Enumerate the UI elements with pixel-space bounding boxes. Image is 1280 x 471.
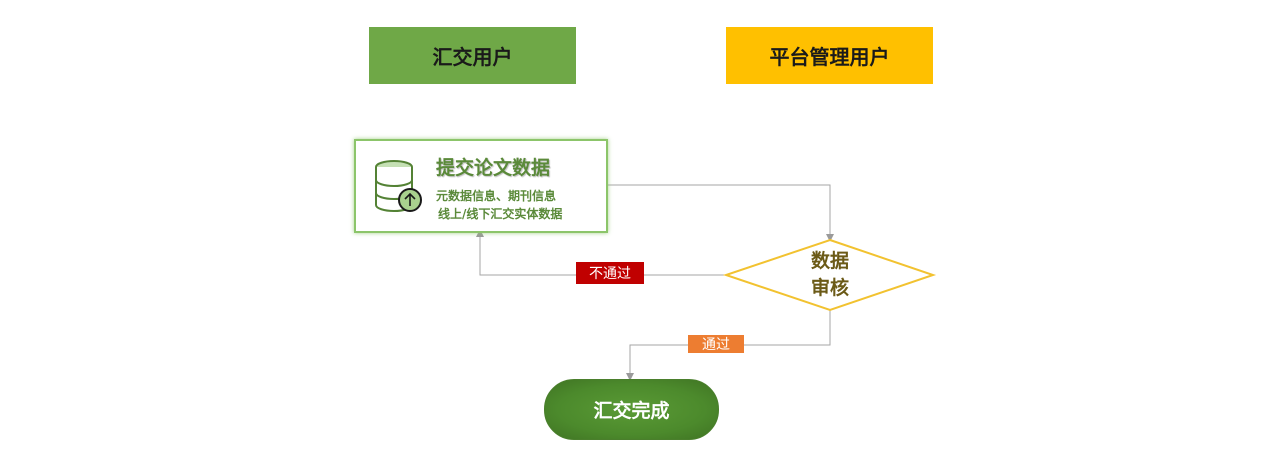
review-node-label: 数据 审核 [790,248,870,302]
submit-node-line-1: 元数据信息、期刊信息 [436,189,557,203]
submit-data-node: 提交论文数据 元数据信息、期刊信息 线上/线下汇交实体数据 [354,139,608,233]
lane-header-user: 汇交用户 [369,27,576,84]
connector-submit-to-review [604,184,834,242]
pass-label: 通过 [688,335,744,353]
review-node-line-2: 审核 [810,277,849,299]
review-diamond [722,238,937,312]
reject-label: 不通过 [576,262,644,284]
complete-node-label: 汇交完成 [593,400,670,422]
lane-header-user-label: 汇交用户 [432,45,513,69]
lane-header-admin-label: 平台管理用户 [769,45,890,69]
submit-node-title: 提交论文数据 [436,157,551,179]
database-upload-icon [375,160,422,212]
lane-header-admin: 平台管理用户 [726,27,933,84]
complete-node: 汇交完成 [544,379,719,440]
review-node-line-1: 数据 [810,250,849,272]
submit-node-line-2: 线上/线下汇交实体数据 [438,207,563,221]
